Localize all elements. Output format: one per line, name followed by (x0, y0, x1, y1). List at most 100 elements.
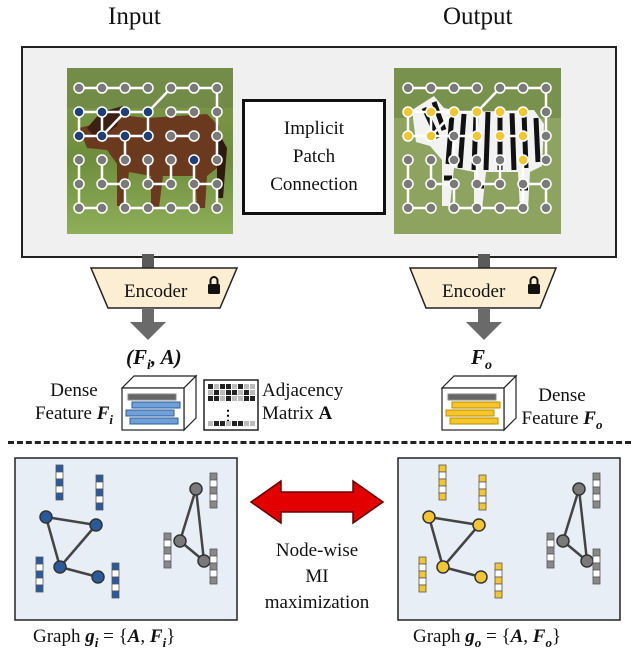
grid-node (142, 154, 154, 166)
gl-sym: g (85, 626, 95, 647)
graph-edge (59, 524, 97, 568)
zebra-patch-graph (402, 82, 552, 214)
node-feature-vector (95, 502, 104, 511)
adjacency-cell (214, 421, 219, 426)
lock-icon (528, 276, 540, 294)
gr-close: } (551, 626, 562, 647)
grid-node (188, 106, 200, 118)
grid-node (402, 82, 414, 94)
grid-node (471, 82, 483, 94)
grid-node (402, 130, 414, 142)
grid-node (540, 106, 552, 118)
node-feature-vector (438, 492, 447, 501)
gr-sym: g (465, 626, 475, 647)
node-feature-vector (209, 500, 218, 509)
grid-node (494, 154, 506, 166)
grid-node (73, 202, 85, 214)
graph-edge (44, 516, 62, 568)
adjacency-cell (250, 390, 255, 395)
adjacency-cell (238, 421, 243, 426)
grid-node (425, 106, 437, 118)
node-feature-vector (111, 576, 120, 585)
graph-panel-right (397, 457, 621, 621)
adjacency-cell (208, 421, 213, 426)
adjacency-sym: A (318, 403, 333, 424)
grid-node (540, 130, 552, 142)
grid-node (517, 202, 529, 214)
node-feature-vector (494, 583, 503, 592)
node-feature-vector (418, 570, 427, 579)
grid-node (188, 82, 200, 94)
adjacency-cell (214, 390, 219, 395)
node-feature-vector (494, 590, 503, 599)
adjacency-cell (226, 390, 231, 395)
feature-bar (127, 393, 177, 401)
grid-node (471, 106, 483, 118)
grid-node (142, 130, 154, 142)
node-feature-vector (438, 478, 447, 487)
graph-node (580, 554, 594, 568)
node-feature-vector (35, 577, 44, 586)
output-title: Output (443, 3, 513, 30)
double-arrow-icon (249, 479, 385, 525)
node-feature-vector (592, 548, 601, 557)
encoder-left-trapezoid (89, 267, 239, 309)
grid-node (517, 106, 529, 118)
feature-bar (129, 417, 179, 425)
adjacency-cell (238, 396, 243, 401)
tuple-sub: i (147, 358, 151, 374)
node-feature-vector (111, 562, 120, 571)
graph-left-caption: Graph gi = {A, Fi} (33, 626, 175, 651)
node-feature-vector (478, 481, 487, 490)
adjacency-cell (220, 384, 225, 389)
adjacency-line2: Matrix A (262, 402, 372, 425)
grid-node (517, 130, 529, 142)
feature-bar (125, 409, 175, 417)
node-feature-vector (494, 569, 503, 578)
grid-node (448, 130, 460, 142)
grid-node (211, 106, 223, 118)
grid-node (494, 106, 506, 118)
center-box-line1: Implicit (283, 118, 345, 139)
grid-node (165, 178, 177, 190)
gr-fsub: o (545, 634, 552, 650)
down-arrow-left (130, 308, 166, 340)
node-feature-vector (95, 495, 104, 504)
grid-node (448, 82, 460, 94)
node-feature-vector (35, 556, 44, 565)
adjacency-cell (226, 421, 231, 426)
grid-node (540, 178, 552, 190)
cube-top (440, 375, 518, 389)
graph-edge (561, 488, 581, 542)
grid-node (188, 154, 200, 166)
grid-node (211, 178, 223, 190)
node-feature-vector (438, 471, 447, 480)
center-box-line2: Patch (292, 146, 336, 167)
grid-node (517, 82, 529, 94)
grid-node (494, 130, 506, 142)
node-feature-vector (592, 562, 601, 571)
grid-node (402, 106, 414, 118)
node-feature-vector (478, 502, 487, 511)
grid-node (211, 82, 223, 94)
dense-feature-left-label: Dense Feature Fi (28, 379, 120, 431)
grid-node (119, 130, 131, 142)
node-feature-vector (592, 576, 601, 585)
grid-node (402, 178, 414, 190)
grid-node (494, 178, 506, 190)
gr-comma: , (523, 626, 533, 647)
grid-node (448, 106, 460, 118)
grid-node (402, 154, 414, 166)
grid-node (517, 154, 529, 166)
adjacency-ellipsis: ⋮ (221, 409, 235, 424)
dense-left-sym: F (96, 403, 110, 424)
gl-fsub: i (162, 634, 167, 650)
graph-node (89, 518, 103, 532)
grid-node (448, 154, 460, 166)
node-feature-vector (478, 495, 487, 504)
graph-node (436, 560, 450, 574)
adjacency-cell (244, 396, 249, 401)
node-feature-vector (95, 488, 104, 497)
adjacency-cell (232, 384, 237, 389)
node-feature-vector (546, 553, 555, 562)
